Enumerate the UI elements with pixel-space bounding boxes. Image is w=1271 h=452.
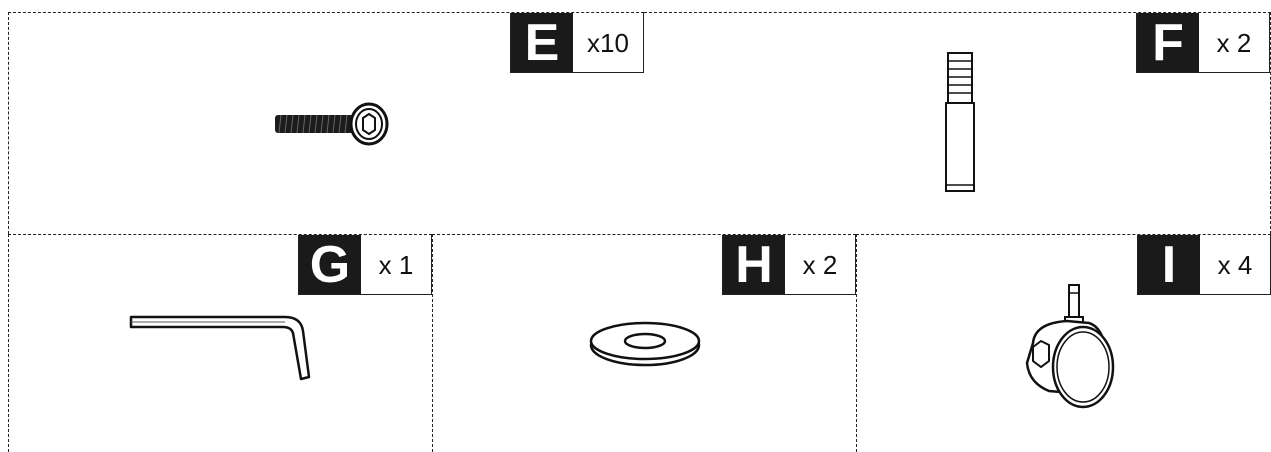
part-tag-e: E x10 xyxy=(510,13,644,73)
part-cell-i: I x 4 xyxy=(856,234,1271,452)
part-letter-h: H xyxy=(723,235,785,294)
caster-wheel-icon xyxy=(1025,284,1115,409)
part-tag-g: G x 1 xyxy=(298,235,432,295)
part-qty-i: x 4 xyxy=(1217,250,1253,280)
part-cell-e: E x10 xyxy=(8,12,644,234)
part-qty-e: x10 xyxy=(587,28,629,58)
part-letter-i: I xyxy=(1138,235,1200,294)
part-qty-g: x 1 xyxy=(378,250,414,280)
allen-key-icon xyxy=(129,315,311,381)
part-letter-e: E xyxy=(511,13,573,72)
part-cell-h: H x 2 xyxy=(432,234,856,452)
part-tag-i: I x 4 xyxy=(1137,235,1271,295)
part-cell-g: G x 1 xyxy=(8,234,432,452)
part-letter-g: G xyxy=(299,235,361,294)
washer-icon xyxy=(589,321,701,367)
part-tag-f: F x 2 xyxy=(1136,13,1270,73)
part-cell-f: F x 2 xyxy=(644,12,1271,234)
bolt-icon xyxy=(275,102,389,146)
part-qty-f: x 2 xyxy=(1216,28,1252,58)
part-letter-f: F xyxy=(1137,13,1199,72)
part-tag-h: H x 2 xyxy=(722,235,856,295)
dowel-pin-icon xyxy=(945,52,975,192)
part-qty-h: x 2 xyxy=(802,250,838,280)
